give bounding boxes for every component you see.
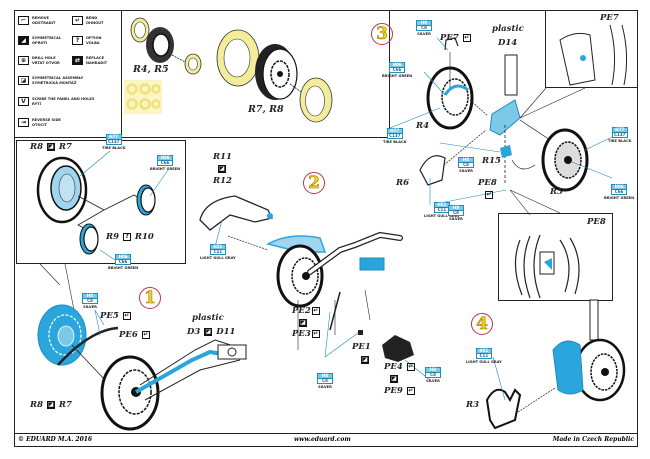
bend-icon: ↵ — [406, 362, 415, 371]
drill-hole-icon: ◪ — [361, 355, 369, 364]
step1-drawing — [37, 304, 247, 431]
scribe-panel-line-icon: V — [18, 97, 29, 106]
bend-icon: ↵ — [72, 16, 83, 25]
masking-rings-panel — [122, 10, 390, 138]
label-pe8-inset: PE8 — [587, 217, 606, 227]
reverse-side-icon: ⇥ — [18, 118, 29, 127]
label-r12: R12 — [213, 176, 232, 186]
label-pe9: PE9 ↵ — [384, 386, 415, 396]
symmetrical-assembly-icon: ◪ — [18, 76, 29, 85]
label-r4-r5: R4, R5 — [133, 64, 169, 75]
wheel-r4-r5-drawing — [130, 17, 202, 75]
label-pe7: PE7 ↵ — [440, 33, 471, 43]
step-number-4: 4 — [471, 313, 493, 335]
label-d3-d11: D3 ◪ D11 — [187, 327, 236, 337]
label-pe4: PE4 ↵ — [384, 362, 415, 372]
label-pe2: PE2↵ — [292, 306, 320, 316]
symmetrical-icon: ◪ — [299, 318, 307, 327]
bend-icon: ↵ — [485, 190, 493, 199]
label-plastic-d3: plastic — [192, 313, 224, 323]
label-r6: R6 — [396, 178, 409, 188]
label-r7-r8: R7, R8 — [248, 104, 284, 115]
label-plastic-d14: plastic — [492, 24, 524, 34]
symmetrical-icon: ◢ — [18, 36, 29, 45]
drill-hole-icon: ⊕ — [18, 56, 29, 65]
label-r9-r10: R9 ? R10 — [106, 232, 154, 242]
label-r8-r7-step1: R8 ◪ R7 — [30, 400, 72, 410]
label-pe3: PE3↵ — [292, 329, 320, 339]
wheel-r7-r8-drawing — [216, 29, 333, 123]
bend-icon: ↵ — [311, 306, 320, 315]
label-r4: R4 — [416, 121, 429, 131]
copyright-text: © EDUARD M.A. 2016 — [18, 436, 93, 443]
label-r15: R15 — [482, 156, 501, 166]
label-pe1: PE1 — [352, 342, 371, 352]
option-icon: ? — [72, 36, 83, 45]
remove-icon: ⌐ — [18, 16, 29, 25]
bend-icon: ↵ — [122, 311, 131, 320]
label-r11: R11 — [213, 152, 232, 162]
label-r8-detail: R8 ◪ R7 — [30, 142, 72, 152]
symmetrical-icon: ◪ — [218, 164, 226, 173]
footer-bar: © EDUARD M.A. 2016 www.eduard.com Made i… — [14, 433, 638, 446]
step-number-1: 1 — [139, 287, 161, 309]
bend-icon: ↵ — [311, 329, 320, 338]
label-r5: R5 — [550, 187, 563, 197]
step3-drawing — [419, 24, 628, 299]
symmetrical-icon: ◪ — [390, 374, 398, 383]
bend-icon: ↵ — [141, 330, 150, 339]
label-pe8: PE8 — [478, 178, 497, 188]
label-pe6: PE6 ↵ — [119, 330, 150, 340]
step4-drawing — [485, 299, 626, 430]
symmetrical-icon: ◪ — [46, 400, 55, 409]
instruction-sheet-frame — [14, 10, 638, 447]
label-d14: D14 — [498, 38, 518, 48]
option-icon: ? — [122, 232, 131, 241]
mask-sheet — [124, 80, 162, 114]
inset-pe8-detail — [498, 213, 613, 301]
label-pe5: PE5 ↵ — [100, 311, 131, 321]
bend-icon: ↵ — [406, 386, 415, 395]
bend-icon: ↵ — [462, 33, 471, 42]
wheel-detail-drawing — [36, 156, 156, 311]
label-r3: R3 — [466, 400, 479, 410]
made-in-text: Made in Czech Republic — [552, 436, 634, 443]
label-pe7-inset: PE7 — [600, 13, 619, 23]
step-number-3: 3 — [371, 23, 393, 45]
step2-drawing — [199, 195, 414, 362]
step-number-2: 2 — [303, 172, 325, 194]
website-link[interactable]: www.eduard.com — [294, 436, 351, 443]
replace-icon: ⇄ — [72, 56, 83, 65]
symmetrical-icon: ◪ — [46, 142, 55, 151]
symmetrical-icon: ◪ — [204, 327, 213, 336]
